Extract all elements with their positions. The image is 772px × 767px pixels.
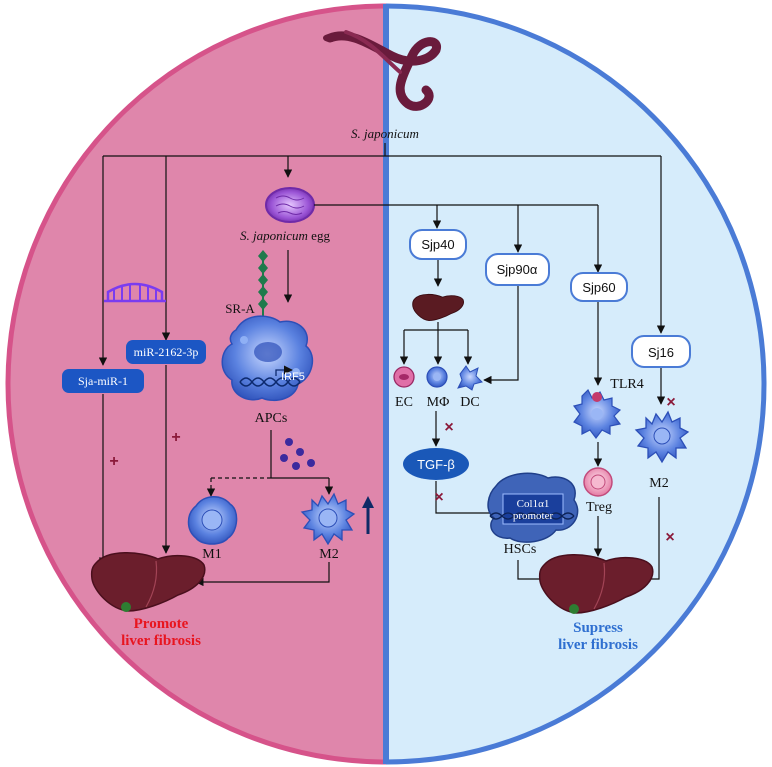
sr-a-receptor-icon: [258, 250, 268, 336]
m1-label: M1: [202, 547, 221, 562]
top-connectors: [98, 143, 666, 366]
tlr4-cell-icon: [572, 388, 622, 439]
m2-label-right: M2: [649, 476, 668, 491]
treg-label: Treg: [586, 500, 612, 515]
microrna-hairpin-icon: [104, 282, 166, 303]
supress-outcome-line1: Supress: [573, 620, 623, 636]
dc-label: DC: [460, 395, 479, 410]
tlr4-label: TLR4: [610, 377, 643, 392]
sjp60-node: Sjp60: [570, 272, 628, 302]
apcs-label: APCs: [255, 411, 288, 426]
svg-text:Sja-miR-1: Sja-miR-1: [78, 374, 128, 388]
cytokine-dots-icon: [280, 438, 315, 470]
up-arrow-icon: [362, 496, 374, 534]
promote-mark-1: +: [109, 453, 118, 470]
liver-icon-left: [90, 551, 206, 612]
svg-text:miR-2162-3p: miR-2162-3p: [134, 345, 199, 359]
sr-a-label: SR-A: [225, 301, 255, 316]
sj16-inhibit-mark: ×: [666, 394, 675, 411]
m2-to-liver-arrow: [195, 562, 330, 587]
svg-text:Sjp90α: Sjp90α: [497, 262, 538, 277]
promote-outcome-line2: liver fibrosis: [121, 633, 201, 649]
parasite-egg-icon: [265, 187, 315, 223]
m2-label-left: M2: [319, 547, 338, 562]
hscs-label: HSCs: [504, 542, 537, 557]
supress-outcome-line2: liver fibrosis: [558, 637, 638, 653]
right-half-supress: [386, 3, 767, 765]
mphi-label: MΦ: [427, 395, 450, 410]
parasite-name: S. japonicum: [351, 126, 419, 141]
svg-text:TGF-β: TGF-β: [417, 457, 455, 472]
liver-to-cells-connectors: [399, 322, 473, 365]
schistosoma-worm-icon: [323, 30, 441, 111]
egg-right-connectors: [283, 204, 603, 303]
svg-text:IRF5: IRF5: [281, 371, 305, 383]
ec-cell-icon: [393, 366, 415, 388]
m1-macrophage-icon: [187, 496, 238, 545]
egg-label: S. japonicum egg: [240, 228, 330, 243]
svg-text:Sjp60: Sjp60: [582, 280, 615, 295]
hepatic-stellate-cell-icon: [487, 472, 579, 543]
tgf-inhibit-mark: ×: [434, 489, 443, 506]
mphi-inhibit-mark: ×: [444, 419, 453, 436]
dc-cell-icon: [457, 365, 483, 391]
m2-inhibit-mark: ×: [665, 529, 674, 546]
ec-label: EC: [395, 395, 413, 410]
tgf-beta-node: TGF-β: [403, 448, 469, 480]
liver-icon-right: [538, 553, 654, 614]
sjp90-node: Sjp90α: [485, 253, 550, 286]
treg-cell-icon: [583, 467, 613, 497]
col1a1-label-line1: Col1α1: [517, 498, 550, 510]
m2-macrophage-icon-right: [634, 410, 690, 464]
sja-mir-1-pill: Sja-miR-1: [62, 369, 144, 393]
mirna-2162-pill: miR-2162-3p: [126, 340, 206, 364]
sjp90-to-dc-arrow: [483, 286, 519, 385]
sjp40-node: Sjp40: [409, 229, 467, 260]
promote-outcome-line1: Promote: [134, 616, 189, 632]
mphi-cell-icon: [426, 366, 448, 388]
tgf-to-hsc-arrow: [435, 481, 501, 518]
m2-macrophage-icon-left: [300, 492, 356, 546]
dna-helix-icon: [239, 377, 301, 387]
apc-polarization-connectors: [206, 430, 334, 497]
col1a1-label-line2: promoter: [513, 510, 554, 522]
irf5-label: IRF5: [275, 365, 305, 383]
promote-mark-2: +: [171, 429, 180, 446]
svg-text:Sjp40: Sjp40: [421, 237, 454, 252]
svg-text:Sj16: Sj16: [648, 345, 674, 360]
sj16-node: Sj16: [631, 335, 691, 368]
